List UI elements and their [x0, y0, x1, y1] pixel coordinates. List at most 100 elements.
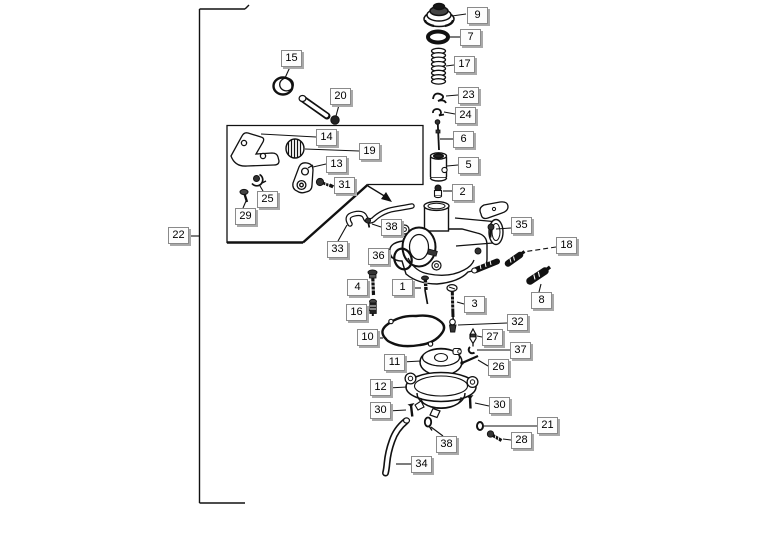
leader-line-32	[457, 322, 508, 326]
part-label-37: 37	[510, 342, 531, 359]
needle-clip-part	[432, 108, 445, 117]
slow-jet-part	[369, 298, 377, 316]
drain-oring-part	[476, 421, 484, 431]
cover-oring-part	[426, 29, 450, 45]
part-label-19: 19	[359, 143, 380, 160]
leader-line-29	[242, 200, 247, 209]
part-label-13: 13	[326, 156, 347, 173]
leader-line-20	[335, 104, 340, 117]
leader-line-35	[495, 227, 512, 230]
part-label-20: 20	[330, 88, 351, 105]
part-label-12: 12	[370, 379, 391, 396]
float-valve-part	[448, 318, 457, 333]
needle-clip-small-part	[467, 346, 476, 355]
leader-line-14	[260, 133, 317, 138]
leader-line-18	[522, 246, 557, 253]
choke-bracket-part	[230, 132, 280, 167]
bracket-screw-part	[239, 188, 249, 203]
part-label-33: 33	[327, 241, 348, 258]
lever-screw-part	[315, 177, 334, 189]
part-label-5: 5	[458, 157, 479, 174]
bowl-screw-right-part	[466, 395, 474, 409]
part-label-30R: 30	[489, 397, 510, 414]
part-label-32: 32	[507, 314, 528, 331]
part-label-27: 27	[482, 329, 503, 346]
leader-line-12	[387, 386, 408, 389]
part-label-26: 26	[488, 359, 509, 376]
pivot-pin-part	[298, 94, 340, 125]
part-label-25: 25	[257, 191, 278, 208]
throttle-spring-part	[430, 47, 447, 85]
part-label-23: 23	[458, 87, 479, 104]
float-bowl-part	[404, 371, 479, 419]
leader-line-31	[329, 183, 335, 187]
part-label-2: 2	[452, 184, 473, 201]
part-label-38b: 38	[436, 436, 457, 453]
throttle-needle-part	[421, 275, 429, 305]
leader-line-38a	[371, 223, 382, 228]
part-label-29: 29	[235, 208, 256, 225]
part-label-31: 31	[334, 177, 355, 194]
part-label-8: 8	[531, 292, 552, 309]
leader-line-11	[401, 360, 422, 363]
leader-line-27	[476, 335, 483, 338]
leader-line-15	[284, 66, 291, 79]
leader-line-30R	[474, 402, 490, 407]
flange-oring-part	[393, 247, 413, 271]
cable-clamp-part	[251, 173, 267, 187]
sleeve-part	[272, 76, 294, 96]
hose-screw-part	[364, 217, 372, 228]
idle-screw-part	[367, 269, 378, 296]
float-needle-part	[469, 327, 477, 347]
bowl-gasket-part	[381, 314, 446, 348]
part-label-30L: 30	[370, 402, 391, 419]
jet-needle-part	[434, 119, 441, 151]
drain-screw-part	[486, 430, 503, 442]
plate-screw-part	[487, 223, 495, 238]
throttle-slide-part	[429, 152, 448, 182]
leader-line-9	[451, 13, 467, 17]
hose-clip-part	[423, 416, 433, 431]
leader-line-8	[538, 283, 542, 293]
part-label-11: 11	[384, 354, 405, 371]
cable-adjuster-nut-part	[433, 184, 443, 199]
leader-line-13	[312, 163, 327, 168]
group-bracket	[198, 4, 250, 504]
inset-detail-box	[226, 124, 424, 244]
part-label-28: 28	[511, 432, 532, 449]
part-label-4: 4	[347, 279, 368, 296]
part-label-15: 15	[281, 50, 302, 67]
leader-line-38b	[430, 426, 444, 437]
part-label-16: 16	[346, 304, 367, 321]
drain-hose-part	[382, 417, 411, 477]
leader-line-5	[446, 164, 459, 167]
float-part	[419, 347, 463, 377]
top-cover-part	[423, 2, 455, 28]
part-label-1: 1	[392, 279, 413, 296]
leader-line-24	[443, 111, 456, 115]
part-label-35: 35	[511, 217, 532, 234]
inset-arrow-head	[381, 192, 392, 202]
part-label-22: 22	[168, 227, 189, 244]
leader-line-30L	[387, 409, 407, 412]
part-label-14: 14	[316, 129, 337, 146]
choke-spring-part	[285, 138, 305, 159]
leader-line-28	[502, 438, 512, 441]
leader-line-23	[445, 94, 459, 97]
top-plate-part	[479, 201, 509, 220]
needle-jet-part	[471, 258, 500, 274]
pilot-jet-part	[504, 250, 526, 267]
bowl-screw-left-part	[407, 403, 415, 417]
leader-line-25	[259, 185, 264, 192]
leader-line-17	[445, 64, 455, 67]
part-label-17: 17	[454, 56, 475, 73]
leader-line-3	[456, 301, 465, 305]
cable-clip-part	[432, 92, 447, 104]
main-jet-part	[526, 265, 552, 285]
leader-line-26	[477, 359, 489, 367]
leader-line-19	[304, 148, 360, 152]
part-label-6: 6	[453, 131, 474, 148]
